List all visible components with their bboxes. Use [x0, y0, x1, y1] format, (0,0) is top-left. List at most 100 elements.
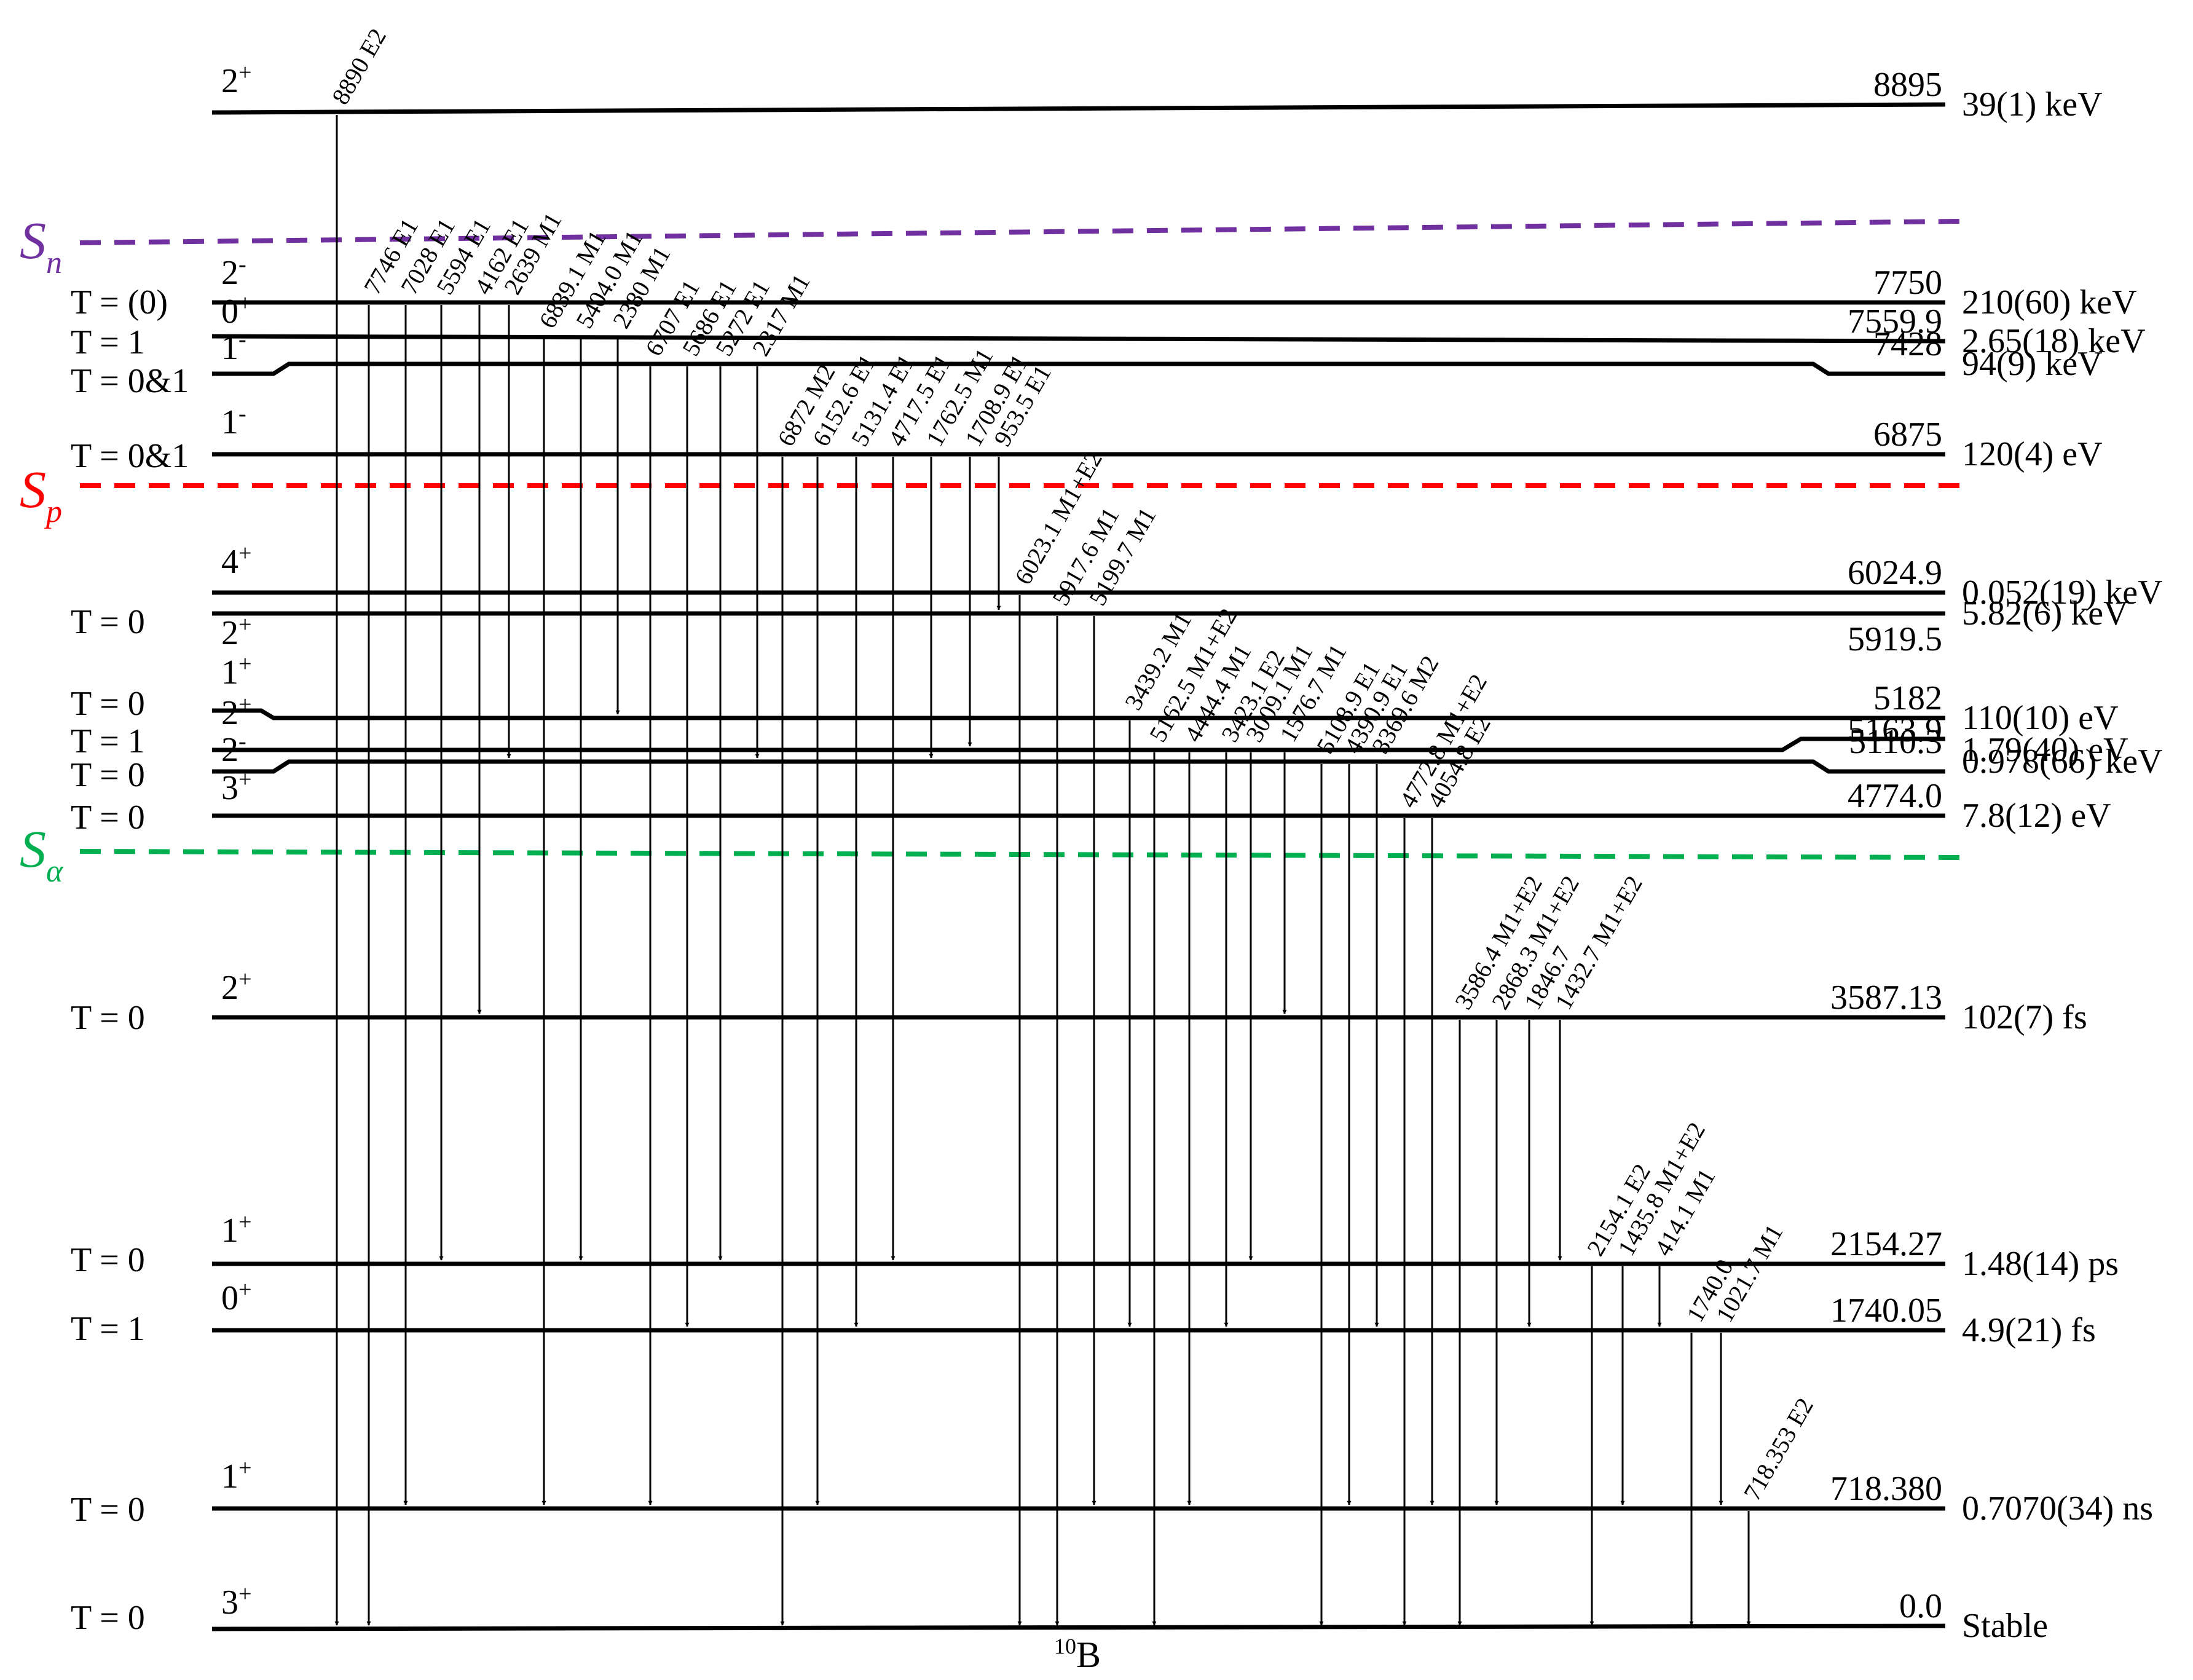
spin-parity-label: 2- — [221, 728, 246, 769]
level-1740.05: 0+ T = 1 1740.05 4.9(21) fs — [71, 1277, 2096, 1349]
level-energy: 7559.9 — [1848, 302, 1942, 341]
transition-4772.8: 4772.8 M1+E2 — [1394, 669, 1492, 1626]
sn-threshold-line — [79, 219, 1961, 245]
level-width: 1.48(14) ps — [1962, 1245, 2119, 1283]
level-7750: 2- T = (0) 7750 210(60) keV — [71, 251, 2137, 321]
isospin-label: T = 0 — [71, 799, 145, 837]
level-width: 1.79(40) eV — [1962, 731, 2128, 769]
spin-parity-label: 2- — [221, 251, 246, 292]
isospin-label: T = 0 — [71, 685, 145, 723]
sa-label: Sα — [20, 819, 64, 889]
level-energy: 6875 — [1873, 416, 1942, 454]
level-8895: 2+ 8895 39(1) keV — [211, 60, 2103, 124]
isospin-label: T = 0&1 — [71, 362, 189, 400]
level-width: 0.7070(34) ns — [1962, 1489, 2153, 1528]
spin-parity-label: 2+ — [221, 612, 251, 652]
level-energy: 3587.13 — [1830, 979, 1942, 1017]
level-line — [212, 361, 1945, 376]
isospin-label: T = 0&1 — [71, 437, 189, 475]
transition-7028: 7028 E1 — [395, 214, 460, 1505]
energy-levels: 2+ 8895 39(1) keV 2- T = (0) 7750 210(60) keV 0… — [71, 60, 2163, 1645]
level-width: 4.9(21) fs — [1962, 1311, 2096, 1349]
level-5182: 1+ T = 0 5182 110(10) eV — [71, 651, 2119, 737]
level-width: 39(1) keV — [1962, 85, 2103, 124]
level-6024.9: 4+6024.90.052(19) keV — [212, 540, 2163, 612]
transition-7746: 7746 E1 — [358, 214, 423, 1626]
isospin-label: T = 0 — [71, 1491, 145, 1529]
level-width: 94(9) keV — [1962, 345, 2103, 383]
spin-parity-label: 3+ — [221, 1581, 251, 1622]
level-width: 102(7) fs — [1962, 998, 2087, 1036]
transition-5162.5: 5162.5 M1+E2 — [1144, 604, 1242, 1626]
level-width: 2.65(18) keV — [1962, 322, 2146, 360]
level-line — [212, 708, 1945, 720]
spin-parity-label: 2+ — [221, 966, 251, 1007]
isospin-label: T = 0 — [71, 603, 145, 641]
level-energy: 7750 — [1873, 264, 1942, 302]
gamma-label: 8890 E2 — [326, 24, 392, 109]
transition-5686: 5686 E1 — [677, 275, 742, 1327]
transition-6707: 6707 E1 — [640, 275, 705, 1505]
sn-label: Sn — [20, 211, 62, 280]
level-energy: 5182 — [1873, 679, 1942, 717]
transition-6839.1: 6839.1 M1 — [533, 226, 612, 1505]
transition-5594: 5594 E1 — [431, 214, 496, 1261]
isospin-label: T = 0 — [71, 1599, 145, 1637]
level-energy: 7428 — [1873, 325, 1942, 363]
level-energy: 5919.5 — [1848, 620, 1942, 658]
transition-4054.8: 4054.8 E2 — [1422, 711, 1496, 1505]
level-line — [212, 736, 1945, 752]
level-width: 120(4) eV — [1962, 435, 2103, 473]
transition-5272: 5272 E1 — [710, 275, 775, 1261]
transition-5131.4: 5131.4 E1 — [846, 350, 920, 1327]
isospin-label: T = 1 — [71, 1310, 145, 1348]
spin-parity-label: 1+ — [221, 1455, 251, 1496]
level-width: 5.82(6) keV — [1962, 594, 2128, 633]
spin-parity-label: 3+ — [221, 767, 251, 807]
transition-3423.1: 3423.1 E2 — [1216, 645, 1290, 1327]
spin-parity-label: 2+ — [221, 60, 251, 100]
transition-6023.1: 6023.1 M1+E2 — [1009, 446, 1108, 1626]
level-width: 7.8(12) eV — [1962, 797, 2111, 835]
transition-2317: 2317 M1 — [747, 269, 816, 759]
level-line — [211, 334, 1946, 344]
level-energy: 1740.05 — [1830, 1292, 1942, 1330]
spin-parity-label: 0+ — [221, 1277, 251, 1317]
isospin-label: T = 0 — [71, 999, 145, 1037]
level-line — [211, 102, 1946, 115]
level-energy: 8895 — [1873, 66, 1942, 104]
level-energy: 2154.27 — [1830, 1225, 1942, 1263]
isospin-label: T = 1 — [71, 722, 145, 760]
spin-parity-label: 4+ — [221, 540, 251, 581]
spin-parity-label: 1- — [221, 326, 246, 367]
isospin-label: T = 1 — [71, 323, 145, 361]
transition-5404.0: 5404.0 M1 — [570, 226, 648, 1261]
isospin-label: T = (0) — [71, 283, 168, 321]
level-energy: 5163.9 — [1848, 711, 1942, 749]
level-5919.5: 2+ T = 0 5919.5 5.82(6) keV — [71, 594, 2128, 658]
gamma-label: 718.353 E2 — [1738, 1393, 1819, 1505]
spin-parity-label: 2+ — [221, 692, 251, 732]
transition-4444.4: 4444.4 M1 — [1179, 639, 1257, 1505]
level-width: 0.978(66) keV — [1962, 743, 2163, 781]
level-7428: 1- T = 0&1 7428 94(9) keV — [71, 325, 2103, 400]
level-3587.13: 2+ T = 0 3587.13 102(7) fs — [71, 966, 2087, 1037]
transition-6872: 6872 M2 — [772, 360, 841, 1626]
level-width: 0.052(19) keV — [1962, 574, 2163, 612]
transition-5917.6: 5917.6 M1 — [1047, 503, 1125, 1626]
nucleus-label: 10B — [1054, 1634, 1101, 1675]
level-line — [212, 759, 1945, 774]
level-line — [211, 1623, 1946, 1631]
level-width: 110(10) eV — [1962, 699, 2119, 737]
level-width: 210(60) keV — [1962, 283, 2137, 321]
spin-parity-label: 1+ — [221, 651, 251, 692]
spin-parity-label: 1+ — [221, 1209, 251, 1250]
level-width: Stable — [1962, 1607, 2048, 1645]
level-energy: 718.380 — [1830, 1470, 1942, 1508]
